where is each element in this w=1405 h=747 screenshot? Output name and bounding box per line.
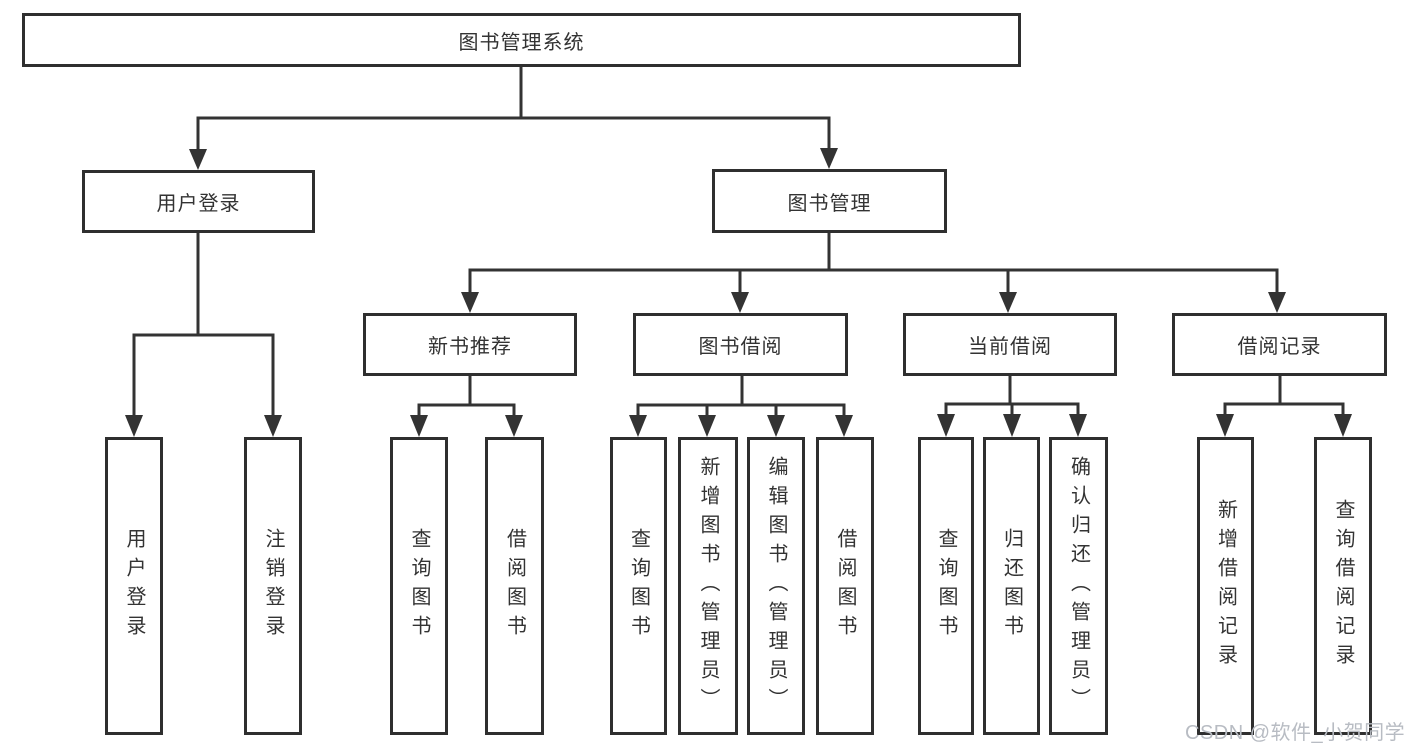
node-new-book-recommend: 新书推荐 (363, 313, 577, 376)
node-logout: 注销登录 (244, 437, 302, 735)
edge-root-to-level1 (189, 67, 838, 170)
node-br-query-record: 查询借阅记录 (1314, 437, 1372, 735)
watermark: CSDN @软件_小贺同学 (1185, 722, 1405, 744)
node-current-borrow-label: 当前借阅 (968, 336, 1052, 358)
node-cb-return-books-label: 归还图书 (1000, 528, 1023, 644)
edge-borrow-records-to-leaves (1216, 376, 1352, 437)
node-cb-return-books: 归还图书 (983, 437, 1040, 735)
node-borrow-records-label: 借阅记录 (1237, 336, 1322, 358)
node-nb-borrow-books: 借阅图书 (485, 437, 544, 735)
node-borrow-records: 借阅记录 (1172, 313, 1387, 376)
node-book-mgmt-label: 图书管理 (787, 192, 872, 215)
node-bb-edit-books-admin-label: 编辑图书（管理员） (765, 455, 787, 717)
node-bb-borrow-books: 借阅图书 (816, 437, 874, 735)
edge-user-login-to-leaves (125, 233, 282, 437)
node-nb-borrow-books-label: 借阅图书 (503, 528, 526, 644)
node-cb-confirm-return-admin-label: 确认归还（管理员） (1067, 455, 1090, 717)
edge-book-mgmt-to-level2 (461, 233, 1286, 313)
edge-new-book-to-leaves (410, 376, 523, 437)
node-root-system: 图书管理系统 (22, 13, 1021, 67)
node-cb-query-books-label: 查询图书 (935, 528, 957, 644)
node-cb-query-books: 查询图书 (918, 437, 974, 735)
node-bb-add-books-admin-label: 新增图书（管理员） (697, 455, 719, 717)
node-bb-query-books-label: 查询图书 (627, 528, 650, 644)
node-br-add-record-label: 新增借阅记录 (1214, 499, 1237, 673)
node-bb-edit-books-admin: 编辑图书（管理员） (747, 437, 805, 735)
node-new-book-recommend-label: 新书推荐 (428, 336, 512, 358)
node-root-system-label: 图书管理系统 (458, 31, 585, 54)
node-book-borrow-label: 图书借阅 (698, 336, 783, 358)
node-book-mgmt: 图书管理 (712, 169, 947, 233)
node-br-add-record: 新增借阅记录 (1197, 437, 1254, 735)
node-br-query-record-label: 查询借阅记录 (1332, 499, 1354, 673)
node-logout-label: 注销登录 (262, 528, 284, 644)
node-user-login-leaf-label: 用户登录 (123, 528, 145, 644)
node-bb-borrow-books-label: 借阅图书 (834, 528, 856, 644)
node-current-borrow: 当前借阅 (903, 313, 1117, 376)
node-bb-query-books: 查询图书 (610, 437, 667, 735)
node-nb-query-books: 查询图书 (390, 437, 448, 735)
node-cb-confirm-return-admin: 确认归还（管理员） (1049, 437, 1108, 735)
node-nb-query-books-label: 查询图书 (408, 528, 430, 644)
edge-current-borrow-to-leaves (937, 376, 1087, 437)
edge-book-borrow-to-leaves (629, 376, 853, 437)
node-book-borrow: 图书借阅 (633, 313, 848, 376)
node-user-login-label: 用户登录 (156, 193, 241, 215)
node-user-login-leaf: 用户登录 (105, 437, 163, 735)
node-bb-add-books-admin: 新增图书（管理员） (678, 437, 738, 735)
node-user-login: 用户登录 (82, 170, 315, 233)
